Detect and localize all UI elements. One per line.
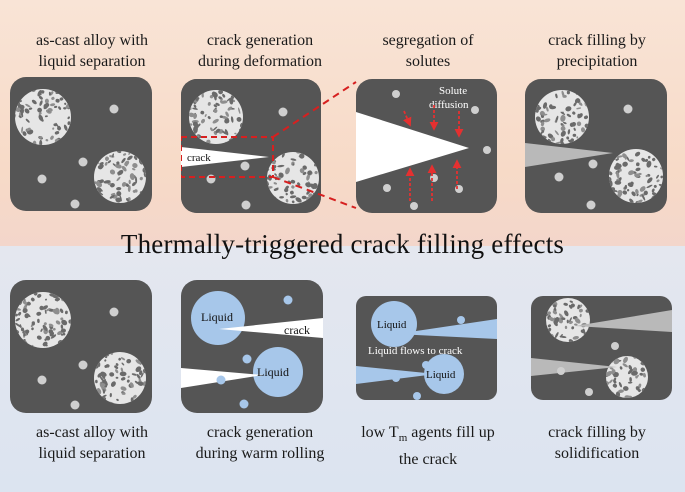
small-particle xyxy=(585,388,593,396)
top-panel-segregation: Solute diffusion xyxy=(356,79,497,213)
bottom-panel-warm-rolling: Liquid crack Liquid xyxy=(181,280,323,413)
solute-particle xyxy=(392,90,400,98)
liquid-droplet xyxy=(253,347,303,397)
liquid-label: Liquid xyxy=(426,369,456,381)
small-particle xyxy=(554,172,564,182)
large-droplet xyxy=(15,292,71,348)
top-panel-precipitation xyxy=(525,79,667,213)
droplet-body xyxy=(267,152,319,204)
solute-diffusion-label: Solute diffusion xyxy=(429,85,470,111)
small-particle xyxy=(586,200,596,210)
liquid-particle xyxy=(239,399,249,409)
small-particle xyxy=(78,157,88,167)
small-particle xyxy=(37,174,47,184)
solidified-crack xyxy=(531,358,617,376)
large-droplet xyxy=(535,90,589,144)
bottom-panel-as-cast xyxy=(10,280,152,413)
solute-diffusion-line-1: Solute xyxy=(439,85,467,97)
top-panel-crack-deformation: crack xyxy=(181,79,321,213)
small-particle xyxy=(240,161,250,171)
solute-diffusion-line-2: diffusion xyxy=(429,99,469,111)
zoom-box xyxy=(181,136,274,178)
liquid-particle xyxy=(413,392,421,400)
small-particle xyxy=(611,342,619,350)
liquid-flows-label: Liquid flows to crack xyxy=(368,345,463,357)
small-particle xyxy=(557,367,565,375)
bottom-panel-solidification xyxy=(531,296,672,400)
crack-label: crack xyxy=(284,323,310,337)
liquid-particle xyxy=(242,354,252,364)
small-particle xyxy=(588,159,598,169)
figure-title: Thermally-triggered crack filling effect… xyxy=(120,229,565,259)
liquid-droplet xyxy=(424,354,464,394)
crack xyxy=(181,147,269,167)
large-droplet xyxy=(94,352,146,404)
large-droplet xyxy=(546,298,590,342)
solidified-crack xyxy=(575,310,672,332)
liquid-droplet xyxy=(191,291,245,345)
filled-crack-precipitate xyxy=(525,143,613,167)
small-particle xyxy=(278,107,288,117)
liquid-particle xyxy=(283,295,293,305)
small-particle xyxy=(70,199,80,209)
small-particle xyxy=(109,104,119,114)
droplet-body xyxy=(15,292,71,348)
top-panel-as-cast xyxy=(10,77,152,211)
liquid-particle xyxy=(216,375,226,385)
crack xyxy=(219,318,323,338)
crack-zoomed xyxy=(356,112,469,182)
solute-particle xyxy=(410,202,418,210)
bottom-panel-liquid-flow: Liquid Liquid flows to crack Liquid xyxy=(356,296,497,400)
solute-particle xyxy=(383,184,391,192)
small-particle xyxy=(109,307,119,317)
crack-label: crack xyxy=(187,152,211,164)
small-particle xyxy=(623,104,633,114)
liquid-label: Liquid xyxy=(201,310,233,324)
liquid-particle xyxy=(457,316,465,324)
small-particle xyxy=(241,200,251,210)
tm-subscript: m xyxy=(398,432,408,445)
small-particle xyxy=(37,375,47,385)
small-particle xyxy=(70,400,80,410)
large-droplet xyxy=(606,356,648,398)
liquid-label: Liquid xyxy=(377,319,407,331)
diffusion-arrow xyxy=(403,110,412,127)
solute-particle xyxy=(483,146,491,154)
liquid-filled-crack xyxy=(396,319,497,339)
large-droplet xyxy=(609,149,663,203)
liquid-label: Liquid xyxy=(257,365,289,379)
liquid-droplet xyxy=(371,301,417,347)
droplet-body xyxy=(189,90,243,144)
small-particle xyxy=(78,360,88,370)
liquid-particle xyxy=(392,374,400,382)
solute-particle xyxy=(471,106,479,114)
